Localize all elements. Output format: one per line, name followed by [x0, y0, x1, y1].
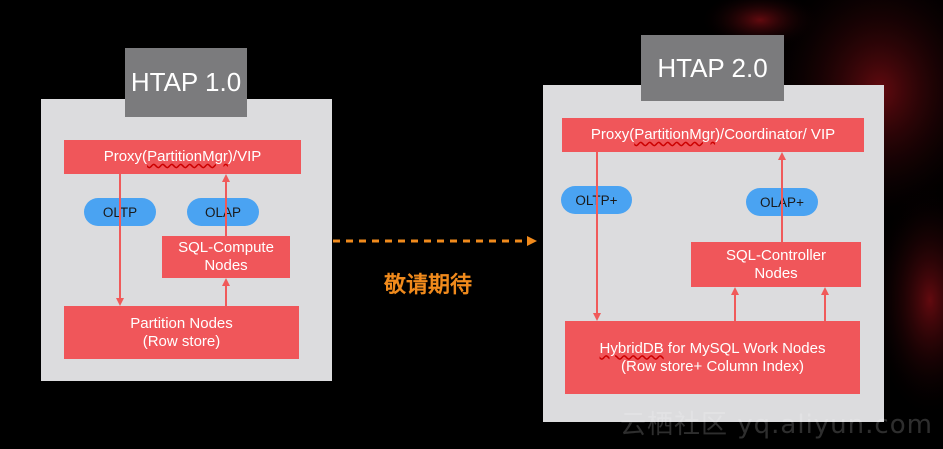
- htap2-hybriddb-line2: (Row store+ Column Index): [621, 357, 804, 375]
- htap1-partition-line1: Partition Nodes: [130, 314, 233, 332]
- htap1-sql-compute-line2: Nodes: [204, 257, 248, 274]
- htap2-hybriddb-line1: for MySQL Work Nodes: [663, 339, 826, 357]
- htap1-oltp-pill: OLTP: [84, 198, 156, 226]
- htap2-proxy-node: Proxy(PartitionMgr)/Coordinator/ VIP: [562, 118, 864, 152]
- htap1-proxy-node: Proxy(PartitionMgr)/VIP: [64, 140, 301, 174]
- htap2-hybriddb-name: HybridDB: [599, 339, 664, 357]
- htap1-sql-compute-node: SQL-Compute Nodes: [162, 236, 290, 278]
- coming-soon-label: 敬请期待: [384, 273, 473, 298]
- htap2-sql-controller-line2: Nodes: [754, 264, 798, 282]
- htap1-proxy-prefix: Proxy(: [103, 148, 148, 165]
- htap1-proxy-suffix: )/VIP: [227, 148, 262, 165]
- watermark: 云栖社区 yq.aliyun.com: [620, 410, 933, 440]
- htap2-proxy-suffix: )/Coordinator/ VIP: [715, 126, 836, 143]
- htap2-sql-controller-line1: SQL-Controller: [725, 246, 827, 264]
- htap1-partition-nodes: Partition Nodes (Row store): [64, 306, 299, 359]
- htap2-olap-pill: OLAP+: [746, 188, 818, 216]
- htap1-olap-pill: OLAP: [187, 198, 259, 226]
- htap1-proxy-partitionmgr: PartitionMgr: [147, 148, 228, 165]
- htap2-hybriddb-nodes: HybridDB for MySQL Work Nodes (Row store…: [565, 321, 860, 394]
- htap2-title: HTAP 2.0: [641, 35, 784, 101]
- htap2-proxy-prefix: Proxy(: [590, 126, 635, 143]
- htap1-sql-compute-line1: SQL-Compute: [178, 239, 274, 256]
- htap2-sql-controller-node: SQL-Controller Nodes: [691, 242, 861, 287]
- htap2-proxy-partitionmgr: PartitionMgr: [634, 126, 716, 143]
- htap1-partition-line2: (Row store): [142, 332, 221, 350]
- htap2-oltp-pill: OLTP+: [561, 186, 632, 214]
- htap1-title: HTAP 1.0: [125, 48, 247, 117]
